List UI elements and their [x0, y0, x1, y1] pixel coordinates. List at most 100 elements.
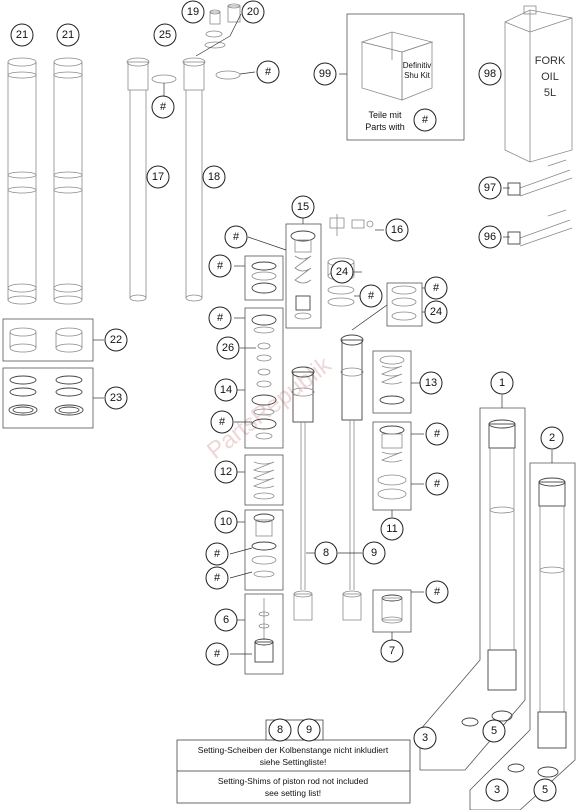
callout-label: # [368, 290, 375, 302]
callout-hash: # [224, 225, 248, 249]
outer-leg-1 [461, 419, 517, 727]
cartridge-8 [291, 366, 315, 621]
fork-tube-left-a [7, 57, 37, 305]
callout-label: 6 [223, 614, 229, 626]
callout-hash: # [425, 472, 449, 496]
callout-hash: # [205, 542, 229, 566]
group-box-11 [372, 421, 412, 511]
fork-tube-left-b [53, 57, 83, 305]
callout-12: 12 [214, 460, 238, 484]
callout-22: 22 [104, 328, 128, 352]
seals-23 [8, 375, 84, 416]
small-parts-16 [329, 214, 374, 236]
callout-18: 18 [202, 165, 226, 189]
group-box-14 [244, 307, 284, 449]
callout-label: 19 [187, 6, 199, 18]
callout-label: # [233, 231, 240, 243]
piston-10 [251, 513, 277, 578]
callout-hash: # [151, 95, 175, 119]
kit-caption-line2: Parts with [365, 122, 405, 132]
callout-label: 10 [220, 516, 232, 528]
callout-16: 16 [385, 218, 409, 242]
valve-stack-14 [251, 314, 277, 440]
callout-label: 16 [391, 224, 403, 236]
callout-hash: # [359, 284, 383, 308]
callout-25: 25 [153, 23, 177, 47]
part-7 [381, 594, 403, 624]
callout-9: 9 [297, 718, 321, 742]
callout-label: 23 [110, 392, 122, 404]
cartridge-head-15 [290, 230, 316, 320]
callout-label: # [434, 478, 441, 490]
callout-20: 20 [241, 0, 265, 24]
callout-label: 26 [222, 342, 234, 354]
callout-hash: # [256, 60, 280, 84]
callout-label: # [219, 416, 226, 428]
inner-tube-18 [182, 57, 206, 302]
parts-13 [379, 355, 405, 405]
note-de-line1: Setting-Scheiben der Kolbenstange nicht … [198, 745, 389, 755]
valve-stack-top [251, 261, 277, 294]
callout-5: 5 [482, 719, 506, 743]
callout-label: 22 [110, 334, 122, 346]
callout-hash: # [413, 108, 437, 132]
note-de-line2: siehe Settingliste! [260, 757, 327, 767]
callout-label: 14 [220, 384, 232, 396]
outer-leg-2 [507, 477, 567, 778]
callout-label: 2 [549, 432, 555, 444]
valve-body-6 [254, 598, 274, 663]
callout-label: # [214, 648, 221, 660]
callout-label: 3 [422, 732, 428, 744]
callout-label: 8 [323, 547, 329, 559]
group-box-24 [386, 282, 423, 327]
callout-label: # [214, 548, 221, 560]
bushings-22 [9, 327, 83, 353]
callout-hash: # [205, 642, 229, 666]
callout-label: 13 [425, 377, 437, 389]
callout-19: 19 [181, 0, 205, 24]
callout-label: 15 [297, 201, 309, 213]
callout-label: 8 [277, 724, 283, 736]
group-box-13 [372, 350, 412, 414]
callout-21: 21 [56, 23, 80, 47]
callout-8: 8 [268, 718, 292, 742]
callout-label: 1 [499, 377, 505, 389]
callout-label: # [265, 66, 272, 78]
callout-label: # [217, 260, 224, 272]
kit-caption-line1: Teile mit [368, 110, 402, 120]
callout-label: 21 [16, 29, 28, 41]
callout-hash: # [424, 276, 448, 300]
callout-99: 99 [313, 62, 337, 86]
group-box-6 [244, 593, 284, 675]
callout-label: 17 [152, 171, 164, 183]
callout-label: 12 [220, 466, 232, 478]
callout-label: 5 [542, 784, 548, 796]
callout-11: 11 [380, 517, 404, 541]
kit-frame-99 [346, 13, 465, 141]
leg-frame-1 [419, 407, 526, 771]
callout-8: 8 [314, 541, 338, 565]
callout-97: 97 [478, 176, 502, 200]
o-ring [215, 70, 241, 80]
callout-98: 98 [478, 62, 502, 86]
callout-label: 99 [319, 68, 331, 80]
parts-11 [377, 425, 407, 500]
callout-label: # [433, 282, 440, 294]
callout-label: 18 [208, 171, 220, 183]
callout-17: 17 [146, 165, 170, 189]
callout-hash: # [208, 254, 232, 278]
callout-label: # [214, 572, 221, 584]
callout-label: # [434, 586, 441, 598]
callout-label: 21 [62, 29, 74, 41]
callout-6: 6 [214, 608, 238, 632]
callout-label: 9 [371, 547, 377, 559]
callout-3: 3 [485, 778, 509, 802]
group-box-23 [2, 367, 94, 429]
callout-label: 97 [484, 182, 496, 194]
oil-can-text-1: FORK [535, 55, 566, 67]
fork-oil-can-98 [504, 5, 573, 163]
cap-parts-19-20-25 [204, 3, 241, 49]
callout-label: # [217, 312, 224, 324]
